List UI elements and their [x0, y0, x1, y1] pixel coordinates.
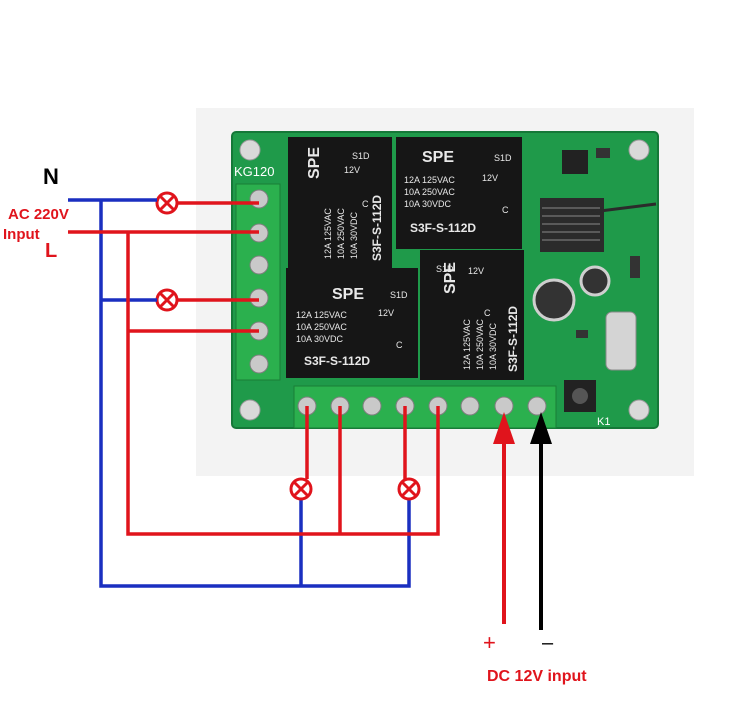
relay-1: [288, 137, 392, 269]
neutral-wires: [68, 198, 411, 588]
dc-negative-wire: [530, 412, 552, 630]
ac-voltage-label: AC 220V: [8, 206, 69, 223]
live-label: L: [45, 240, 58, 262]
lamp-4: [397, 477, 421, 501]
left-terminal-screws: [249, 189, 269, 374]
input-label: Input: [3, 226, 40, 243]
lamp-3: [289, 477, 313, 501]
neutral-label: N: [43, 164, 59, 189]
dc-plus-label: +: [483, 630, 496, 655]
relay-2-label: SPE S1D 12A 125VAC 10A 250VAC 10A 30VDC …: [404, 149, 512, 235]
mounting-holes: [239, 139, 650, 421]
left-terminal-block: [235, 183, 281, 381]
dc-minus-label: –: [542, 632, 554, 654]
lamp-1: [155, 191, 179, 215]
relay-3-label: SPE S1D 12A 125VAC 10A 250VAC 10A 30VDC …: [296, 286, 408, 368]
board-model-label: KG120: [234, 164, 275, 179]
receiver-components: [532, 148, 657, 412]
relay-4: [420, 250, 524, 380]
dc-positive-wire: [493, 412, 515, 624]
button-label: K1: [597, 416, 611, 428]
relay-2: [396, 137, 522, 249]
lamp-2: [155, 288, 179, 312]
live-wires: [68, 201, 440, 536]
relay-4-label: SPE 12V S1D C 12A 125VAC 10A 250VAC 10A …: [436, 261, 520, 372]
relay-1-label: S1D SPE 12V C 12A 125VAC 10A 250VAC 10A …: [306, 146, 384, 261]
relay-3: [286, 268, 418, 378]
dc-input-label: DC 12V input: [487, 668, 587, 685]
